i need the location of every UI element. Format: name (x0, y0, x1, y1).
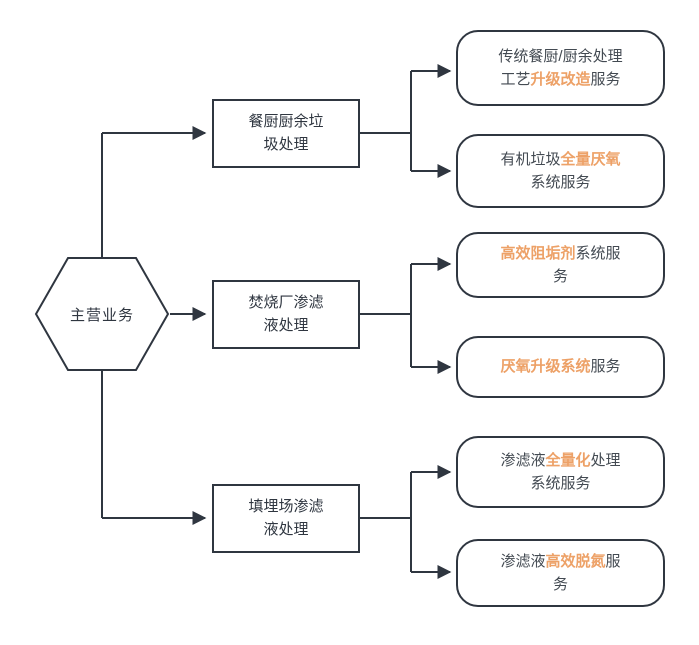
node-kitchen-waste[interactable]: 餐厨厨余垃圾处理 (212, 99, 360, 168)
highlight-text: 厌氧升级系统 (500, 358, 591, 376)
leaf-label: 有机垃圾全量厌氧系统服务 (500, 148, 620, 195)
node-incineration-leachate-label: 焚烧厂渗滤液处理 (231, 292, 341, 337)
node-landfill-leachate-label-line1: 填埋场渗滤 (248, 498, 324, 515)
plain-text: 务 (552, 268, 568, 285)
plain-text: 系统服务 (530, 475, 591, 492)
plain-text: 渗滤液 (500, 451, 546, 469)
node-organic-waste-full-anaerobic-service[interactable]: 有机垃圾全量厌氧系统服务 (456, 134, 665, 208)
plain-text: 务 (552, 576, 568, 593)
plain-text: 渗滤液 (500, 552, 546, 570)
node-incineration-leachate[interactable]: 焚烧厂渗滤液处理 (212, 280, 360, 349)
leaf-label: 渗滤液高效脱氮服务 (500, 550, 620, 597)
node-landfill-leachate[interactable]: 填埋场渗滤液处理 (212, 484, 360, 553)
node-main-business-label: 主营业务 (69, 306, 134, 324)
node-leachate-high-efficiency-denitrification-service[interactable]: 渗滤液高效脱氮服务 (456, 539, 665, 607)
node-landfill-leachate-label-line2: 液处理 (263, 520, 309, 538)
plain-text: 服务 (590, 71, 621, 88)
plain-text: 系统服 (575, 244, 621, 262)
node-leachate-full-quantification-service[interactable]: 渗滤液全量化处理系统服务 (456, 436, 665, 508)
leaf-label: 厌氧升级系统服务 (500, 355, 620, 378)
leaf-label: 高效阻垢剂系统服务 (500, 242, 620, 289)
plain-text: 有机垃圾 (500, 150, 561, 168)
highlight-text: 高效脱氮 (545, 552, 606, 570)
node-high-efficiency-antiscalant-service[interactable]: 高效阻垢剂系统服务 (456, 232, 665, 298)
node-traditional-kitchen-upgrade-service[interactable]: 传统餐厨/厨余处理工艺升级改造服务 (456, 30, 665, 106)
node-kitchen-waste-label: 餐厨厨余垃圾处理 (231, 111, 341, 156)
plain-text: 服 (605, 552, 621, 570)
node-anaerobic-upgrade-system-service[interactable]: 厌氧升级系统服务 (456, 336, 665, 398)
leaf-label: 传统餐厨/厨余处理工艺升级改造服务 (498, 45, 622, 92)
node-kitchen-waste-label-line1: 餐厨厨余垃 (248, 113, 324, 130)
hexagon-shape (34, 257, 170, 371)
highlight-text: 高效阻垢剂 (500, 244, 576, 262)
plain-text: 服务 (590, 358, 621, 376)
node-main-business[interactable]: 主营业务 (34, 256, 170, 372)
node-incineration-leachate-label-line2: 液处理 (263, 316, 309, 334)
node-landfill-leachate-label: 填埋场渗滤液处理 (231, 496, 341, 541)
node-kitchen-waste-label-line2: 圾处理 (263, 135, 309, 153)
highlight-text: 全量化 (545, 451, 591, 469)
plain-text: 处理 (590, 451, 621, 469)
plain-text: 系统服务 (530, 174, 591, 191)
plain-text: 工艺 (500, 71, 531, 88)
plain-text: 传统餐厨/厨余处理 (498, 47, 623, 65)
highlight-text: 升级改造 (530, 71, 591, 88)
highlight-text: 全量厌氧 (560, 150, 621, 168)
node-incineration-leachate-label-line1: 焚烧厂渗滤 (248, 294, 324, 311)
leaf-label: 渗滤液全量化处理系统服务 (500, 449, 620, 496)
